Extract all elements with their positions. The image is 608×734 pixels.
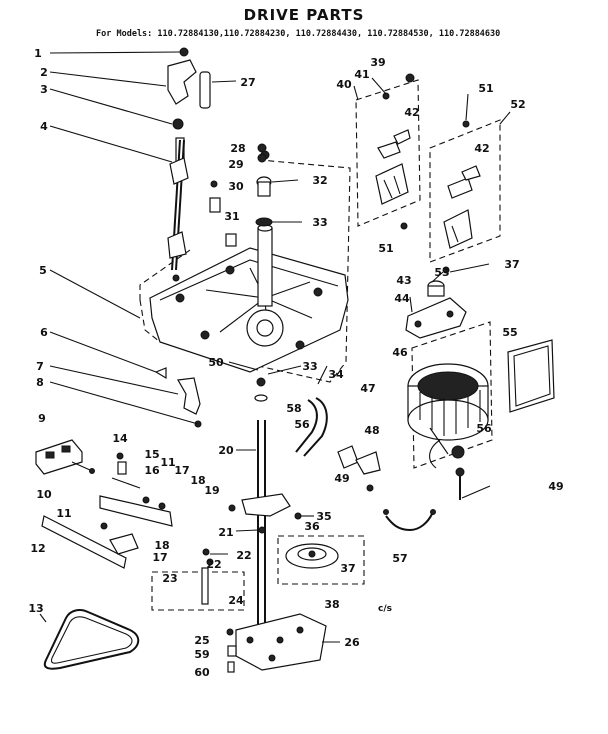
callout-12: 12 xyxy=(30,542,45,555)
small-fasteners xyxy=(209,143,267,247)
callout-28: 28 xyxy=(230,142,245,155)
callout-60: 60 xyxy=(194,666,210,679)
lid-switch-linkage xyxy=(167,47,211,282)
callout-11b: 11 xyxy=(160,456,175,469)
callout-22: 22 xyxy=(236,549,251,562)
callout-17b: 17 xyxy=(152,551,167,564)
motor-group xyxy=(407,321,493,469)
lid-switch xyxy=(35,439,95,475)
callout-46: 46 xyxy=(392,346,408,359)
callout-35: 35 xyxy=(316,510,331,523)
callout-42: 42 xyxy=(404,106,419,119)
callout-33: 33 xyxy=(312,216,327,229)
capacitor-cover xyxy=(507,339,555,413)
callout-40: 40 xyxy=(336,78,352,91)
callout-15: 15 xyxy=(144,448,159,461)
callout-51b: 51 xyxy=(378,242,393,255)
callout-14: 14 xyxy=(112,432,128,445)
callout-49: 49 xyxy=(334,472,349,485)
callouts: 1 2 3 4 5 6 7 8 9 10 11 12 13 14 15 16 1… xyxy=(28,47,563,679)
drive-pulley-group xyxy=(277,535,365,585)
callout-41: 41 xyxy=(354,68,369,81)
callout-9: 9 xyxy=(38,412,46,425)
callout-37: 37 xyxy=(340,562,355,575)
drive-belt xyxy=(43,609,140,670)
motor-mount xyxy=(405,266,467,339)
callout-33b: 33 xyxy=(302,360,317,373)
callout-31: 31 xyxy=(224,210,239,223)
callout-44: 44 xyxy=(394,292,410,305)
bracket-panel-right xyxy=(429,119,501,263)
callout-21: 21 xyxy=(218,526,233,539)
motor-bolt xyxy=(455,467,465,500)
callout-17: 17 xyxy=(174,464,189,477)
wire-clip xyxy=(383,509,436,532)
callout-36: 36 xyxy=(304,520,320,533)
hose xyxy=(295,397,328,457)
callout-52: 52 xyxy=(510,98,525,111)
callout-34: 34 xyxy=(328,368,344,381)
callout-13: 13 xyxy=(28,602,43,615)
callout-29: 29 xyxy=(228,158,243,171)
callout-59: 59 xyxy=(194,648,209,661)
callout-30: 30 xyxy=(228,180,244,193)
callout-8: 8 xyxy=(36,376,44,389)
base-plate xyxy=(149,247,349,373)
callout-16: 16 xyxy=(144,464,160,477)
drive-shaft xyxy=(228,377,302,630)
callout-32: 32 xyxy=(312,174,327,187)
callout-47: 47 xyxy=(360,382,375,395)
callout-53: 53 xyxy=(434,266,449,279)
callout-56b: 56 xyxy=(294,418,310,431)
callout-37b: 37 xyxy=(504,258,519,271)
actuator-bracket xyxy=(154,367,202,428)
callout-27: 27 xyxy=(240,76,255,89)
pivot-pin-group xyxy=(151,548,245,611)
callout-20: 20 xyxy=(218,444,234,457)
callout-2: 2 xyxy=(40,66,48,79)
callout-18b: 18 xyxy=(154,539,169,552)
callout-3: 3 xyxy=(40,83,48,96)
callout-57: 57 xyxy=(392,552,407,565)
callout-50: 50 xyxy=(208,356,224,369)
diagram-title: DRIVE PARTS xyxy=(243,6,365,24)
callout-1: 1 xyxy=(34,47,42,60)
callout-7: 7 xyxy=(36,360,44,373)
callout-26: 26 xyxy=(344,636,360,649)
pump-parts xyxy=(337,445,381,492)
callout-19: 19 xyxy=(204,484,219,497)
bracket-panel-left xyxy=(355,73,421,230)
callout-25: 25 xyxy=(194,634,209,647)
center-tube xyxy=(255,150,273,307)
leader-lines xyxy=(39,51,511,643)
callout-24: 24 xyxy=(228,594,244,607)
callout-38: 38 xyxy=(324,598,339,611)
callout-39: 39 xyxy=(370,56,385,69)
callout-58: 58 xyxy=(286,402,301,415)
callout-51: 51 xyxy=(478,82,493,95)
callout-10: 10 xyxy=(36,488,52,501)
callout-6: 6 xyxy=(40,326,48,339)
callout-11: 11 xyxy=(56,507,71,520)
diagram-code: c/s xyxy=(378,604,392,614)
callout-18: 18 xyxy=(190,474,205,487)
callout-4: 4 xyxy=(40,120,48,133)
lever-assembly xyxy=(41,452,173,569)
model-list: For Models: 110.72884130,110.72884230, 1… xyxy=(96,29,501,39)
callout-43: 43 xyxy=(396,274,411,287)
callout-56: 56 xyxy=(476,422,492,435)
callout-5: 5 xyxy=(39,264,47,277)
gear-case xyxy=(226,613,327,673)
callout-42b: 42 xyxy=(474,142,489,155)
callout-22b: 22 xyxy=(206,558,221,571)
callout-49b: 49 xyxy=(548,480,563,493)
callout-55: 55 xyxy=(502,326,517,339)
callout-48: 48 xyxy=(364,424,379,437)
callout-23: 23 xyxy=(162,572,177,585)
